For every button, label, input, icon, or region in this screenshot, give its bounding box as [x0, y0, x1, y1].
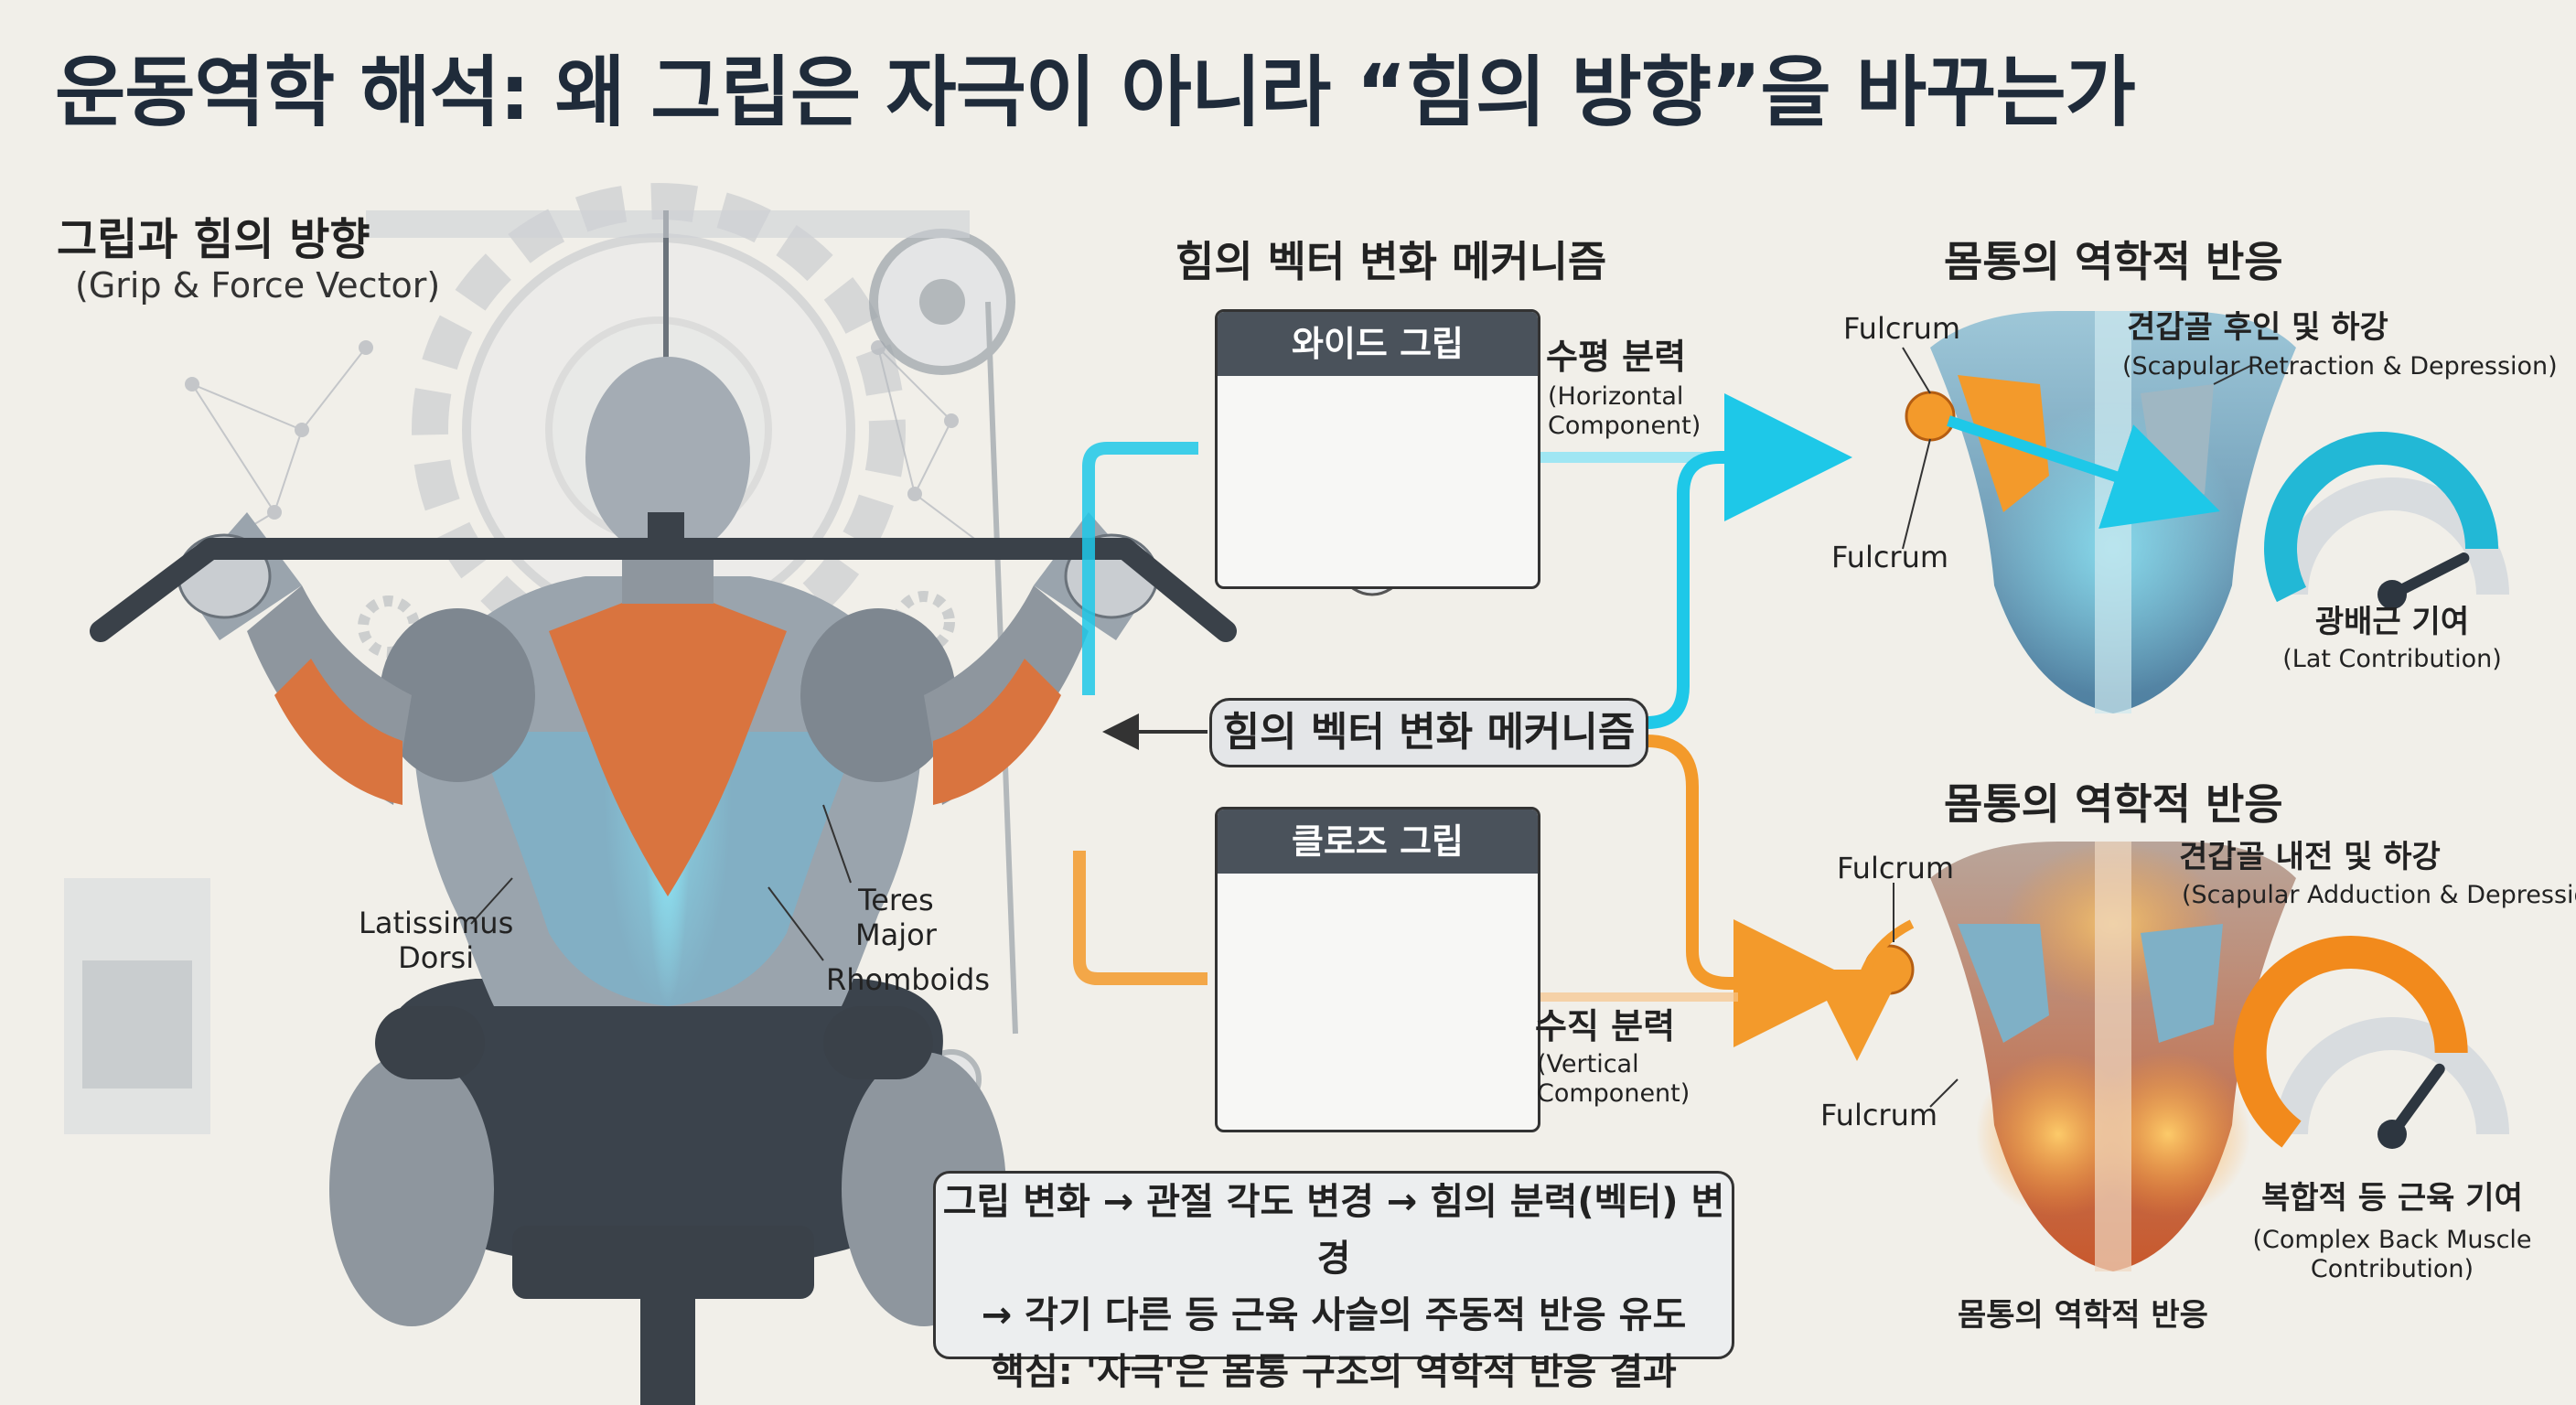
flow-arrow-pill-to-top: [1646, 393, 1852, 729]
scapula-bottom-en: (Scapular Adduction & Depression): [2182, 881, 2576, 909]
back-figure-bottom: [1811, 842, 2296, 1271]
response-bottom-caption: 몸통의 역학적 반응: [1958, 1297, 2208, 1334]
mechanism-pill: 힘의 벡터 변화 메커니즘: [1209, 698, 1648, 767]
summary-line-2: → 각기 다른 등 근육 사슬의 주동적 반응 유도: [981, 1294, 1687, 1336]
close-grip-panel: 클로즈 그립: [1215, 807, 1540, 1132]
wide-grip-label: 와이드 그립: [1218, 312, 1538, 376]
page-title: 운동역학 해석: 왜 그립은 자극이 아니라 “힘의 방향”을 바꾸는가: [55, 48, 2136, 137]
adduction-arrow: [1811, 919, 1915, 1061]
summary-line-1: 그립 변화 → 관절 각도 변경 → 힘의 분력(벡터) 변경: [942, 1181, 1725, 1280]
athlete-figure: [177, 357, 1159, 1405]
response-top-title: 몸통의 역학적 반응: [1944, 237, 2283, 286]
horizontal-component-en: (Horizontal Component): [1548, 382, 1701, 441]
wide-grip-panel: 와이드 그립: [1215, 309, 1540, 589]
summary-line-3: 핵심: '자극'은 몸통 구조의 역학적 반응 결과: [991, 1351, 1677, 1393]
close-grip-label: 클로즈 그립: [1218, 810, 1538, 874]
summary-box: 그립 변화 → 관절 각도 변경 → 힘의 분력(벡터) 변경 → 각기 다른 …: [933, 1171, 1734, 1393]
gauge-bottom-label-en: (Complex Back Muscle Contribution): [2252, 1226, 2532, 1284]
gauge-top-label-en: (Lat Contribution): [2282, 645, 2502, 673]
gauge-top: [2264, 432, 2509, 609]
vertical-component-ko: 수직 분력: [1535, 1006, 1676, 1046]
back-figure-top: [1902, 311, 2296, 713]
teres-major-label: Teres Major: [855, 883, 937, 953]
left-section-title: 그립과 힘의 방향: [57, 214, 370, 265]
rhomboids-pointer: [767, 886, 824, 961]
gauge-bottom-label-ko: 복합적 등 근육 기여: [2261, 1180, 2523, 1217]
scapula-bottom-ko: 견갑골 내전 및 하강: [2179, 839, 2441, 875]
network-decoration: [176, 340, 995, 574]
scapula-top-ko: 견갑골 후인 및 하강: [2127, 309, 2388, 346]
flow-arrow-pill-to-bottom: [1646, 735, 1862, 1047]
mechanism-title: 힘의 벡터 변화 메커니즘: [1175, 237, 1607, 286]
latissimus-pointer: [470, 877, 513, 925]
fulcrum-bottom-upper-label: Fulcrum: [1837, 851, 1955, 885]
teres-pointer: [822, 804, 852, 884]
flow-arrow-close-in: [1073, 851, 1208, 985]
machine-frame: [366, 210, 970, 238]
vertical-component-en: (Vertical Component): [1537, 1050, 1690, 1109]
response-bottom-title: 몸통의 역학적 반응: [1944, 779, 2283, 829]
horizontal-component-ko: 수평 분력: [1546, 337, 1687, 377]
rhomboids-label: Rhomboids: [826, 962, 991, 997]
fulcrum-top-lower-label: Fulcrum: [1831, 540, 1949, 574]
scapula-top-en: (Scapular Retraction & Depression): [2122, 352, 2558, 381]
fulcrum-top-upper-label: Fulcrum: [1843, 311, 1961, 346]
flow-arrow-wide-in: [1082, 442, 1198, 695]
left-section-subtitle: (Grip & Force Vector): [75, 265, 441, 306]
fulcrum-bottom-lower-label: Fulcrum: [1820, 1098, 1938, 1132]
latissimus-label: Latissimus Dorsi: [359, 906, 514, 976]
gauge-top-label-ko: 광배근 기여: [2314, 604, 2470, 640]
fulcrum-marker-top: [1905, 391, 1956, 442]
retraction-arrow: [1947, 415, 2220, 529]
gauge-bottom: [2233, 936, 2509, 1149]
